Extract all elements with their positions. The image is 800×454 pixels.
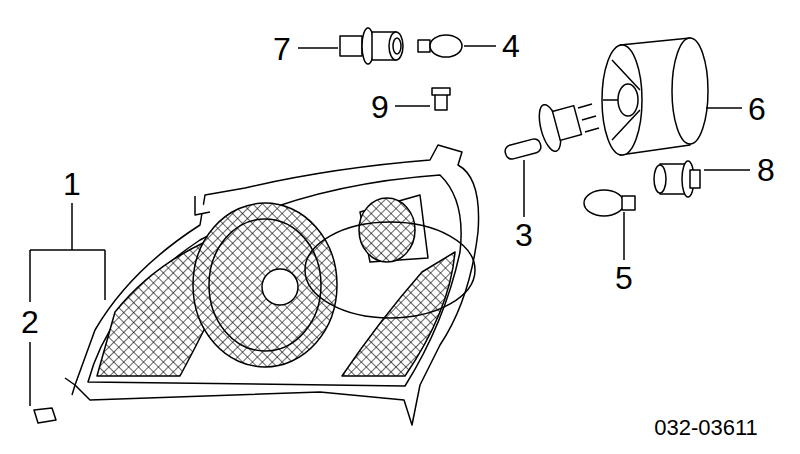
callout-number: 5 <box>615 262 633 294</box>
dust-cap-boss <box>618 84 638 116</box>
projector-lens <box>359 198 415 262</box>
socket-hole <box>654 165 666 193</box>
callout-number: 6 <box>748 93 766 125</box>
projector-body <box>360 195 428 262</box>
callout-number: 4 <box>502 30 520 62</box>
clip-nut <box>34 408 56 423</box>
callout-number: 1 <box>63 168 81 200</box>
lens-edge <box>88 175 461 386</box>
reflector-rim <box>209 219 321 351</box>
reflector <box>193 203 337 367</box>
leader-lines <box>30 46 750 406</box>
mount-tab <box>65 378 75 395</box>
callout-number: 2 <box>21 306 39 338</box>
callout-number: 7 <box>273 33 291 65</box>
socket <box>340 36 362 56</box>
halogen-tube <box>504 138 542 161</box>
reflector-bulb <box>262 269 298 305</box>
dust-cap-back <box>672 38 708 144</box>
bulb-base <box>418 40 430 52</box>
callout-number: 9 <box>371 91 389 123</box>
dust-cap-face <box>602 45 642 155</box>
halogen-prongs <box>578 104 599 132</box>
bulb-base <box>622 196 635 210</box>
clip <box>435 94 447 110</box>
clip-head <box>432 88 450 95</box>
socket-hole <box>393 38 401 54</box>
bulb-glass <box>430 35 462 57</box>
bulb-glass <box>584 190 624 216</box>
callout-number: 3 <box>515 219 533 251</box>
callout-number: 8 <box>757 154 775 186</box>
diagram-code: 032-03611 <box>654 417 758 439</box>
halogen-socket <box>552 106 581 141</box>
mount-tab <box>195 196 210 215</box>
reflector-outline <box>305 222 475 318</box>
socket <box>690 170 700 188</box>
dust-cap-ribs <box>603 60 640 140</box>
headlight-housing <box>75 145 479 425</box>
socket-end <box>389 32 403 60</box>
lens-mesh <box>342 252 455 376</box>
